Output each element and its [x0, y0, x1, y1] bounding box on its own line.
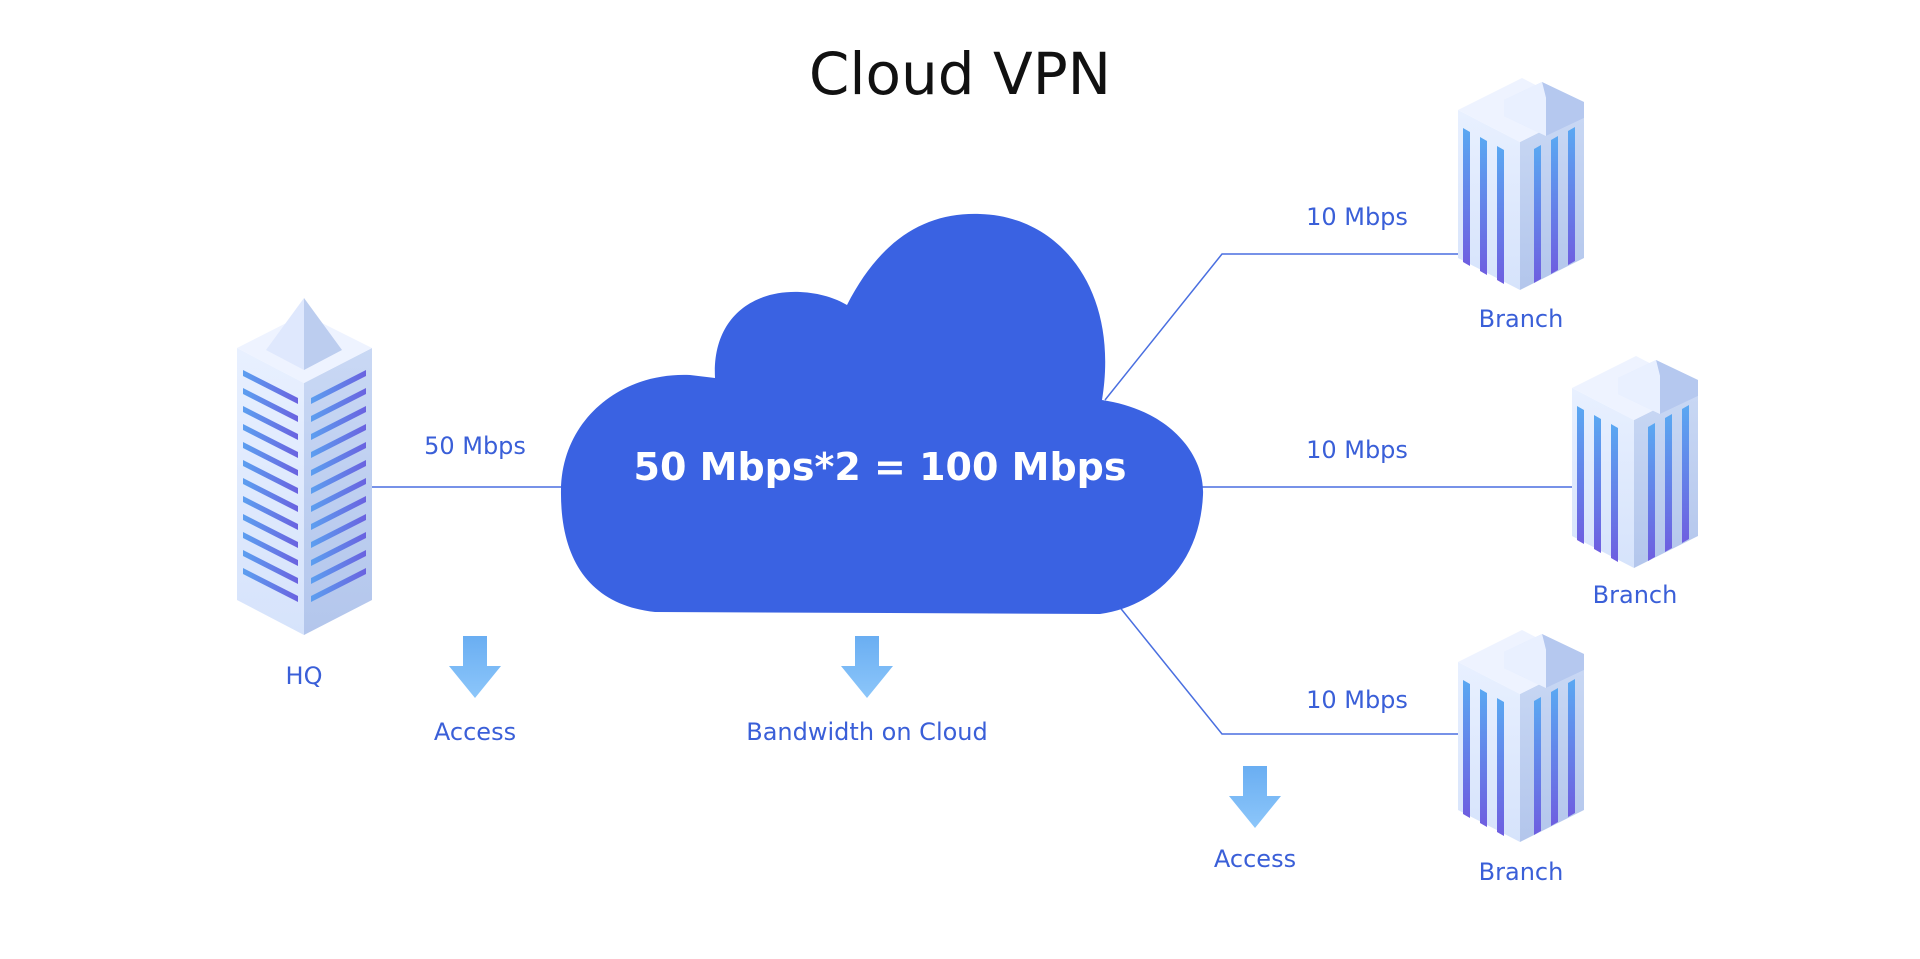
- branch-access-label: Access: [1213, 845, 1297, 873]
- branch-1-link-line: [1104, 253, 1458, 401]
- branch-building-icon: [1458, 78, 1584, 290]
- cloud-icon: [560, 213, 1204, 614]
- branch-3-link-line: [1117, 604, 1458, 735]
- branch-3-label: Branch: [1478, 858, 1564, 886]
- page-title: Cloud VPN: [808, 40, 1112, 108]
- connection-lines: [372, 253, 1572, 735]
- branch-building-icon: [1458, 630, 1584, 842]
- hq-building-icon: [237, 298, 372, 635]
- branch-3-link-bandwidth-label: 10 Mbps: [1306, 686, 1408, 714]
- branch-2-link-bandwidth-label: 10 Mbps: [1306, 436, 1408, 464]
- branch-building-icon: [1572, 356, 1698, 568]
- hq-link-bandwidth-label: 50 Mbps: [424, 432, 526, 460]
- bandwidth-on-cloud-label: Bandwidth on Cloud: [746, 718, 988, 746]
- branch-1-label: Branch: [1478, 305, 1564, 333]
- down-arrow-icon: [449, 636, 501, 698]
- hq-label: HQ: [285, 662, 323, 690]
- cloud-bandwidth-formula: 50 Mbps*2 = 100 Mbps: [633, 445, 1127, 489]
- down-arrow-icon: [841, 636, 893, 698]
- down-arrow-icon: [1229, 766, 1281, 828]
- branch-2-label: Branch: [1592, 581, 1678, 609]
- hq-access-label: Access: [433, 718, 517, 746]
- branch-1-link-bandwidth-label: 10 Mbps: [1306, 203, 1408, 231]
